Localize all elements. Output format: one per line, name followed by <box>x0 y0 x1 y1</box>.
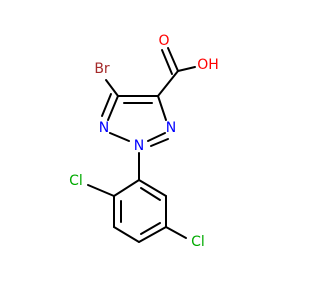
bond-ar-cl-ortho <box>87 184 115 197</box>
bond-ar-6-1-inner <box>140 187 161 201</box>
canvas-background <box>0 0 300 300</box>
bond-ar-6-1 <box>138 179 167 197</box>
bond-c-o-double-b <box>161 49 173 75</box>
atom-nitrogen-left: N <box>99 120 109 136</box>
atom-oxygen-carbonyl: O <box>158 33 169 49</box>
bond-c-cooh <box>157 70 179 97</box>
bond-ar-1-2 <box>113 179 140 197</box>
bonds <box>87 47 196 243</box>
bond-c-o-double-a <box>167 47 179 72</box>
bond-ar-4-5-inner <box>140 222 161 235</box>
bond-c-n-left-double <box>101 93 112 117</box>
molecule-structure: Br O OH N N N Cl Cl <box>0 0 300 300</box>
bond-ar-cl-meta <box>165 226 187 239</box>
bond-ar-3-4 <box>113 226 140 243</box>
atom-chlorine-meta: Cl <box>191 234 205 250</box>
bond-c-oh <box>177 66 196 72</box>
atom-labels: Br O OH N N N Cl Cl <box>69 33 219 250</box>
atom-nitrogen-right: N <box>166 120 176 136</box>
bond-c-n-left <box>107 95 119 121</box>
bond-n-n-right <box>147 132 166 142</box>
bond-ar-4-5 <box>138 226 167 243</box>
bond-n-n-right-double <box>150 138 169 147</box>
atom-chlorine-ortho: Cl <box>69 173 83 189</box>
bond-n-n-left <box>109 132 130 142</box>
atom-hydroxyl: OH <box>197 57 219 73</box>
bond-c-n-right <box>157 95 167 121</box>
atom-bromine: Br <box>94 61 110 77</box>
atom-nitrogen-center: N <box>134 138 144 154</box>
bond-c-br <box>105 79 119 97</box>
